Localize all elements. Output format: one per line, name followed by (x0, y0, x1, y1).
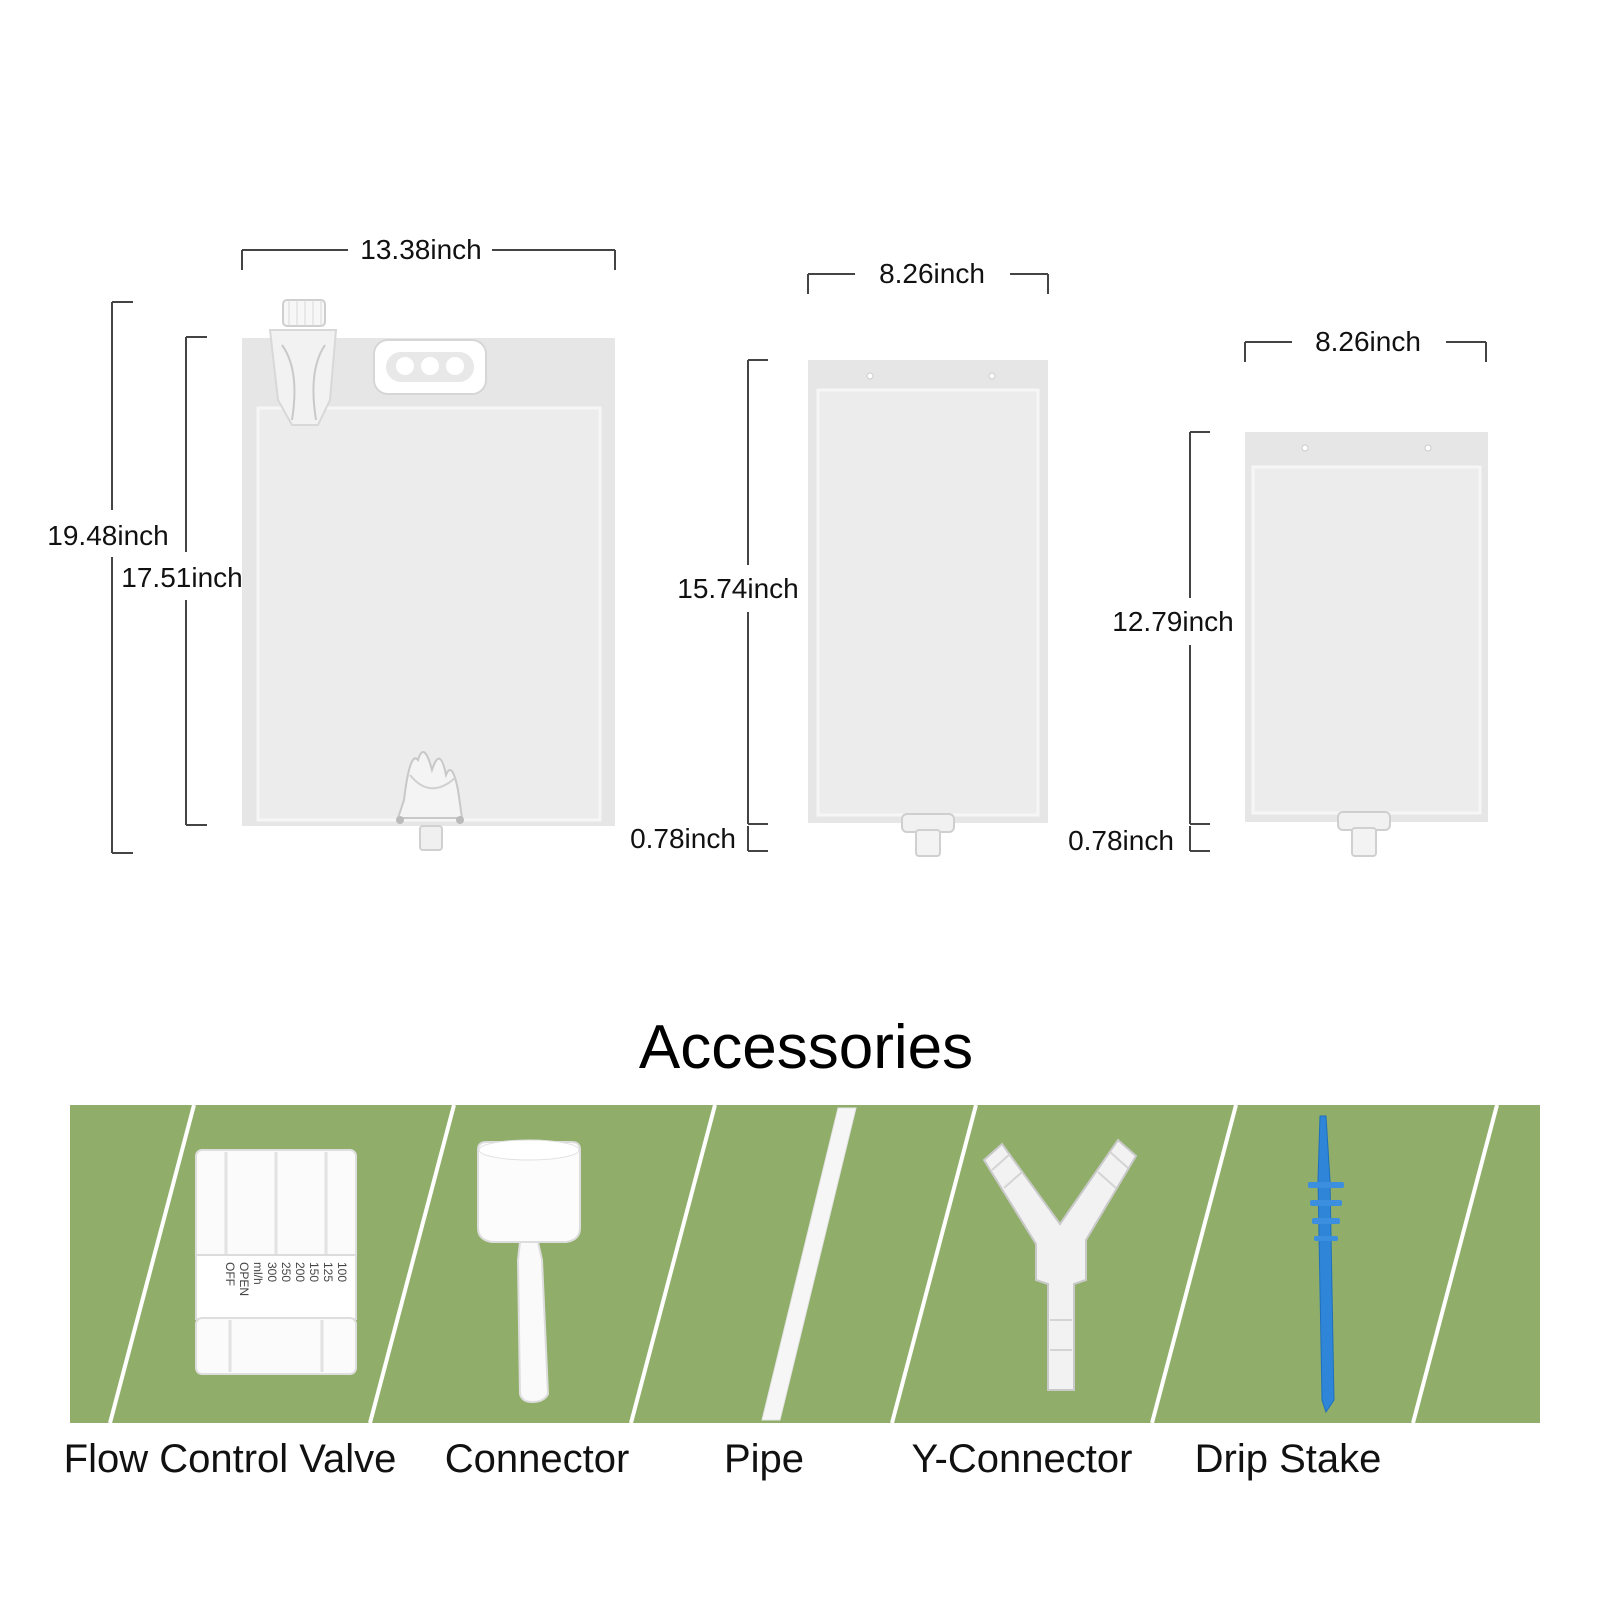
large-bag-top-spout-icon (268, 299, 338, 426)
small-bag: 8.26inch 12.79inch 0.78inch (1068, 326, 1488, 857)
medium-bag-width-dimension: 8.26inch (807, 258, 1049, 294)
svg-text:150: 150 (307, 1262, 321, 1282)
small-bag-panel (1251, 465, 1482, 815)
medium-bag: 8.26inch 15.74inch 0.78inch (630, 258, 1049, 857)
banner-dividers (108, 1104, 1499, 1424)
y-connector-icon (982, 1138, 1138, 1391)
small-bag-width-label: 8.26inch (1315, 326, 1421, 357)
small-bag-hanging-hole (1301, 444, 1309, 452)
large-bag-bottom-spout-icon (396, 751, 464, 851)
large-bag-body-height-label: 17.51inch (121, 562, 242, 593)
svg-text:200: 200 (293, 1262, 307, 1282)
drip-stake-icon (1308, 1115, 1344, 1414)
svg-text:250: 250 (279, 1262, 293, 1282)
large-bag-total-height-dimension: 19.48inch (47, 301, 169, 854)
large-bag-panel (256, 406, 602, 822)
connector-icon (477, 1139, 581, 1404)
small-bag-height-dimension: 12.79inch (1112, 431, 1234, 825)
small-bag-spout-dimension: 0.78inch (1068, 825, 1210, 856)
accessory-label-flow-control-valve: Flow Control Valve (64, 1437, 397, 1481)
svg-text:100: 100 (335, 1262, 349, 1282)
accessories-title: Accessories (639, 1013, 973, 1082)
small-bag-spout-label: 0.78inch (1068, 825, 1174, 856)
medium-bag-height-label: 15.74inch (677, 573, 798, 604)
medium-bag-spout-label: 0.78inch (630, 823, 736, 854)
medium-bag-width-label: 8.26inch (879, 258, 985, 289)
large-bag-width-label: 13.38inch (360, 234, 481, 265)
pipe-icon (761, 1107, 857, 1421)
svg-text:ml/h: ml/h (251, 1262, 265, 1285)
small-bag-spout-icon (1337, 811, 1391, 857)
flow-control-valve-icon: OFF OPEN ml/h 300 250 200 150 125 100 (195, 1149, 357, 1375)
small-bag-hanging-hole (1424, 444, 1432, 452)
medium-bag-spout-dimension: 0.78inch (630, 823, 768, 854)
accessory-label-pipe: Pipe (724, 1437, 804, 1481)
accessories-banner: OFF OPEN ml/h 300 250 200 150 125 100 (70, 1104, 1540, 1424)
large-bag-handle (373, 339, 487, 395)
accessory-label-drip-stake: Drip Stake (1195, 1437, 1382, 1481)
accessory-label-y-connector: Y-Connector (912, 1437, 1133, 1481)
accessory-labels: Flow Control Valve Connector Pipe Y-Conn… (64, 1437, 1382, 1481)
svg-text:125: 125 (321, 1262, 335, 1282)
valve-scale: OFF OPEN ml/h 300 250 200 150 125 100 (223, 1262, 349, 1296)
svg-text:OFF: OFF (223, 1262, 237, 1286)
medium-bag-height-dimension: 15.74inch (677, 359, 799, 825)
svg-text:300: 300 (265, 1262, 279, 1282)
small-bag-height-label: 12.79inch (1112, 606, 1233, 637)
accessory-label-connector: Connector (445, 1437, 630, 1481)
large-bag-body-height-dimension: 17.51inch (121, 336, 243, 826)
medium-bag-panel (816, 388, 1040, 817)
large-bag-total-height-label: 19.48inch (47, 520, 168, 551)
large-bag-width-dimension: 13.38inch (241, 234, 616, 270)
large-bag: 13.38inch 19.48inch 17.51inch (47, 234, 616, 854)
svg-text:OPEN: OPEN (237, 1262, 251, 1296)
medium-bag-hanging-hole (866, 372, 874, 380)
medium-bag-spout-icon (901, 813, 955, 857)
small-bag-width-dimension: 8.26inch (1244, 326, 1487, 362)
medium-bag-hanging-hole (988, 372, 996, 380)
